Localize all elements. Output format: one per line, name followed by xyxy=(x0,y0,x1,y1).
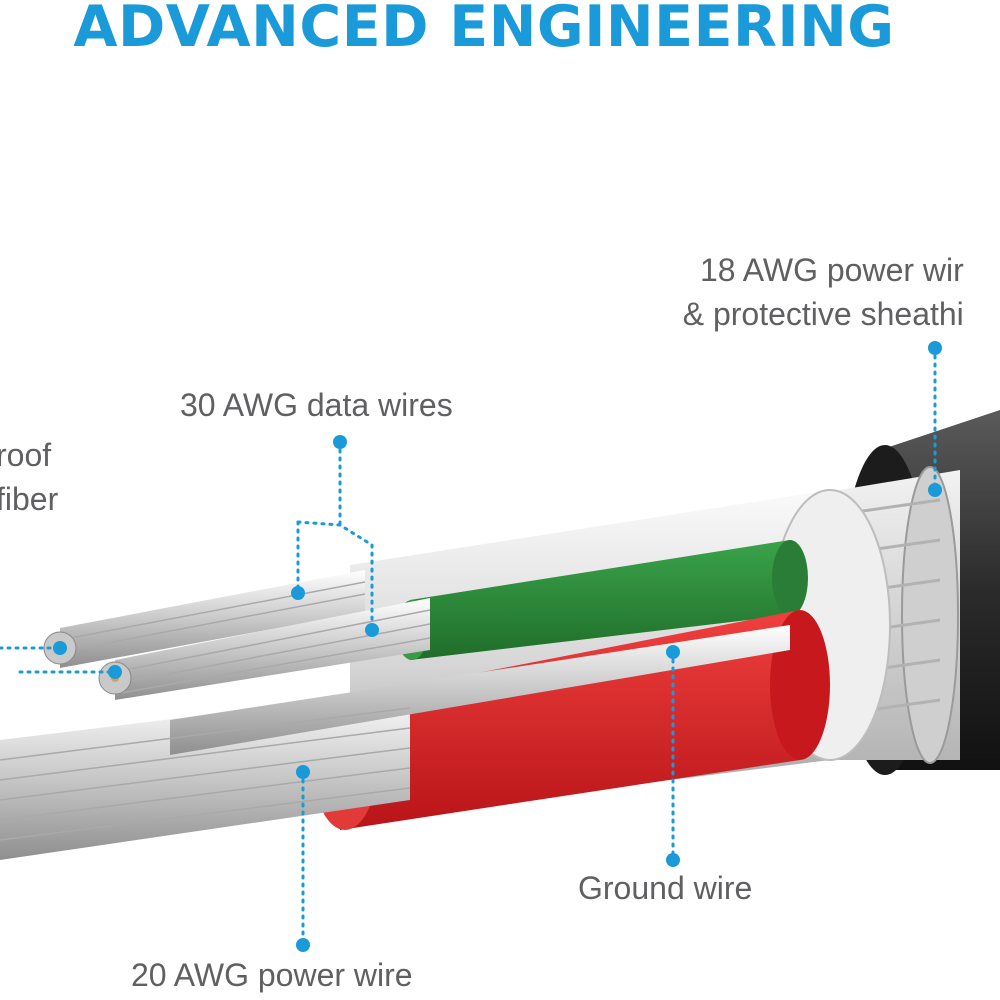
bare-strand-bundles xyxy=(0,570,790,860)
label-30-awg-data-wires: 30 AWG data wires xyxy=(180,387,453,423)
label-fiber: roof fiber xyxy=(0,433,58,521)
label-18-awg-line1: 18 AWG power wir xyxy=(700,252,964,288)
callout-leaders xyxy=(0,346,937,947)
callout-dots xyxy=(53,341,942,952)
label-ground-wire: Ground wire xyxy=(578,870,753,906)
label-20-awg-power-wire: 20 AWG power wire xyxy=(131,957,413,993)
label-fiber-line1: roof xyxy=(0,437,52,473)
label-18-awg-power-wire: 18 AWG power wir & protective sheathi xyxy=(678,248,964,336)
label-18-awg-line2: & protective sheathi xyxy=(682,296,964,332)
label-fiber-line2: fiber xyxy=(0,481,59,517)
page-title: ADVANCED ENGINEERING xyxy=(73,0,895,60)
